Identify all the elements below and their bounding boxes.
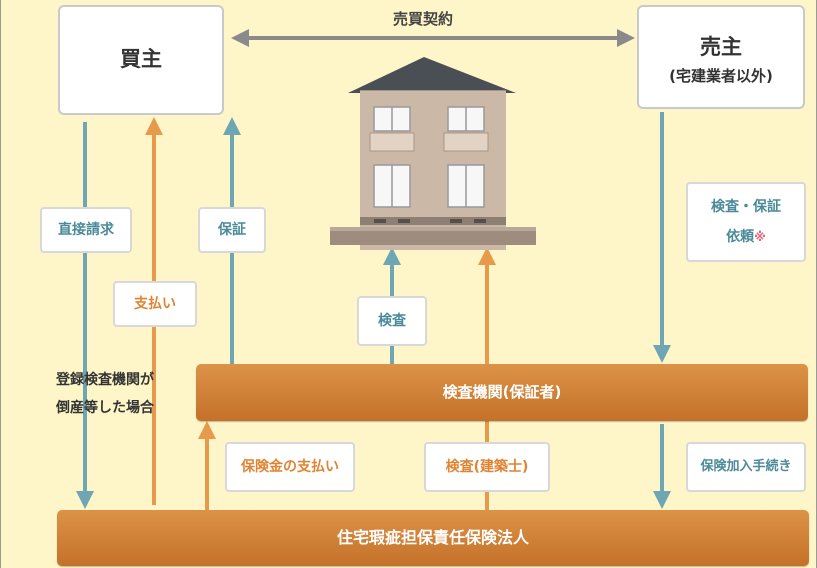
insurance-corporation-bar[interactable]: 住宅瑕疵担保責任保険法人 — [57, 510, 809, 566]
inspection-guarantee-line1: 検査・保証 — [711, 199, 781, 215]
seller-label: 売主 — [700, 35, 742, 59]
contract-label: 売買契約 — [393, 10, 454, 28]
architect-inspection-label: 検査(建築士) — [424, 442, 550, 492]
direct-claim-label: 直接請求 — [40, 207, 132, 253]
seller-box[interactable]: 売主 (宅建業者以外) — [637, 5, 805, 109]
insurance-payment-label: 保険金の支払い — [225, 442, 355, 492]
inspection-label: 検査 — [357, 296, 427, 346]
inspection-guarantee-line2: 依頼※ — [688, 226, 804, 246]
insurance-enrollment-label: 保険加入手続き — [686, 442, 806, 492]
buyer-label: 買主 — [120, 47, 162, 71]
buyer-box[interactable]: 買主 — [58, 5, 224, 115]
request-text: 依頼 — [726, 229, 755, 245]
seller-sublabel: (宅建業者以外) — [669, 67, 773, 85]
inspection-guarantee-request-label: 検査・保証 依頼※ — [686, 182, 806, 262]
inspection-agency-bar[interactable]: 検査機関(保証者) — [196, 364, 808, 421]
guarantee-label: 保証 — [198, 207, 266, 253]
payment-label: 支払い — [113, 281, 197, 327]
house-illustration — [326, 55, 536, 250]
bankruptcy-line2: 倒産等した場合 — [56, 400, 154, 416]
note-mark: ※ — [754, 230, 766, 244]
bankruptcy-note: 登録検査機関が 倒産等した場合 — [56, 369, 154, 419]
bankruptcy-line1: 登録検査機関が — [56, 372, 154, 388]
